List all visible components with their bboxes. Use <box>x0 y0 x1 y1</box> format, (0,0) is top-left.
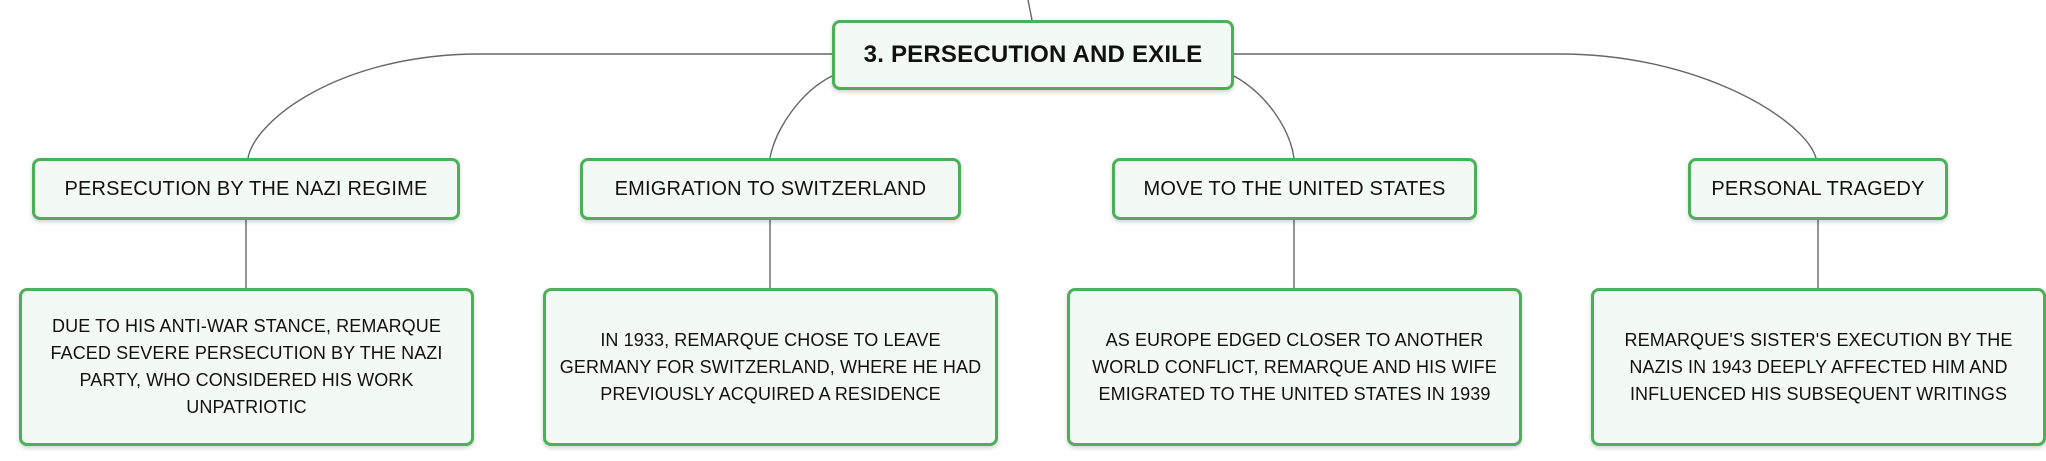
branch-node-persecution[interactable]: PERSECUTION BY THE NAZI REGIME <box>32 158 460 220</box>
branch-label: MOVE TO THE UNITED STATES <box>1143 177 1446 200</box>
branch-node-emigration[interactable]: EMIGRATION TO SWITZERLAND <box>580 158 961 220</box>
branch-label: PERSONAL TRAGEDY <box>1711 177 1925 200</box>
detail-text: AS EUROPE EDGED CLOSER TO ANOTHER WORLD … <box>1092 329 1497 404</box>
detail-node-personal-tragedy[interactable]: REMARQUE'S SISTER'S EXECUTION BY THE NAZ… <box>1591 288 2046 446</box>
connector-root-to-branch-2 <box>769 75 833 159</box>
branch-label: EMIGRATION TO SWITZERLAND <box>614 177 927 200</box>
branch-label: PERSECUTION BY THE NAZI REGIME <box>64 177 428 200</box>
root-topic-label: 3. PERSECUTION AND EXILE <box>863 41 1203 68</box>
detail-node-persecution[interactable]: DUE TO HIS ANTI-WAR STANCE, REMARQUE FAC… <box>19 288 474 446</box>
detail-text: REMARQUE'S SISTER'S EXECUTION BY THE NAZ… <box>1624 329 2013 404</box>
connector-root-to-branch-3 <box>1233 75 1295 159</box>
connector-root-to-branch-4 <box>1234 53 1817 159</box>
branch-node-personal-tragedy[interactable]: PERSONAL TRAGEDY <box>1688 158 1948 220</box>
detail-node-move-us[interactable]: AS EUROPE EDGED CLOSER TO ANOTHER WORLD … <box>1067 288 1522 446</box>
branch-node-move-us[interactable]: MOVE TO THE UNITED STATES <box>1112 158 1477 220</box>
connector-root-to-branch-1 <box>247 53 832 159</box>
parent-connector <box>1027 0 1033 21</box>
detail-text: DUE TO HIS ANTI-WAR STANCE, REMARQUE FAC… <box>50 316 443 417</box>
detail-text: IN 1933, REMARQUE CHOSE TO LEAVE GERMANY… <box>559 329 982 404</box>
root-topic-node[interactable]: 3. PERSECUTION AND EXILE <box>832 20 1234 90</box>
detail-node-emigration[interactable]: IN 1933, REMARQUE CHOSE TO LEAVE GERMANY… <box>543 288 998 446</box>
